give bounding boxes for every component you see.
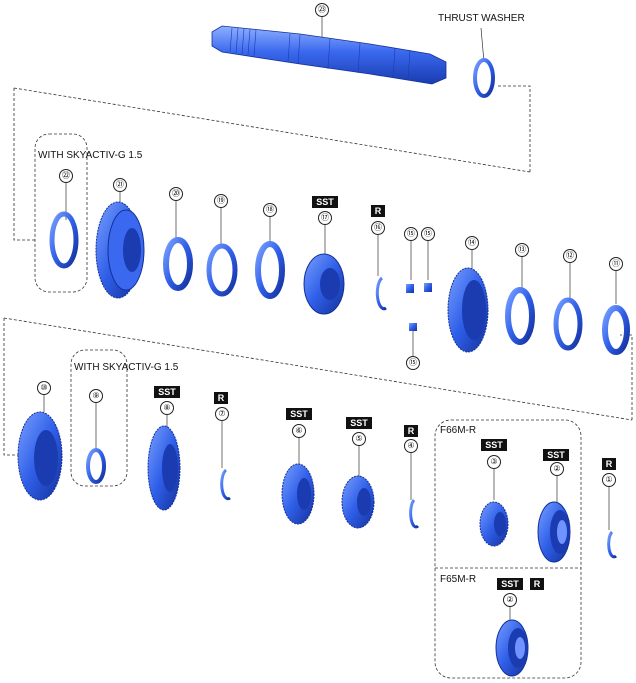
sst-tag-17: SST	[312, 196, 338, 208]
variant-frame	[434, 419, 582, 679]
callout-3: ③	[487, 455, 501, 469]
skyactiv-label-mid: WITH SKYACTIV-G 1.5	[74, 362, 179, 373]
r-tag-2-f65m: R	[530, 578, 544, 590]
callout-15-c: ⑮	[406, 356, 420, 370]
skyactiv-frame-top	[34, 133, 88, 293]
part-12	[553, 297, 583, 351]
callout-4: ④	[404, 439, 418, 453]
part-7	[220, 468, 231, 501]
part-18	[255, 241, 285, 299]
part-11	[602, 305, 630, 355]
callout-7: ⑦	[215, 407, 229, 421]
thrust-washer-part	[473, 58, 495, 98]
part-16	[375, 276, 387, 311]
callout-9: ⑨	[89, 389, 103, 403]
part-15-b	[424, 283, 432, 292]
callout-15-b: ⑮	[421, 227, 435, 241]
sst-tag-2-f66m: SST	[543, 449, 569, 461]
part-2-f65m	[495, 619, 529, 677]
r-tag-16: R	[371, 205, 385, 217]
part-15-c	[409, 323, 417, 331]
sst-tag-5: SST	[346, 417, 372, 429]
callout-10: ⑩	[37, 381, 51, 395]
part-22	[49, 211, 79, 269]
leader-lines	[43, 16, 617, 622]
callout-22: ㉒	[59, 169, 73, 183]
part-15-a	[406, 284, 414, 293]
skyactiv-label-top: WITH SKYACTIV-G 1.5	[38, 150, 143, 161]
sst-tag-2-f65m: SST	[497, 578, 523, 590]
part-20	[163, 237, 193, 291]
thrust-washer-label: THRUST WASHER	[438, 13, 525, 24]
part-1	[607, 530, 618, 559]
callout-16: ⑯	[371, 221, 385, 235]
callout-2-f65m: ②	[503, 593, 517, 607]
callout-1: ①	[602, 473, 616, 487]
part-21	[95, 201, 145, 299]
callout-13: ⑬	[515, 243, 529, 257]
part-3	[479, 501, 509, 547]
callout-12: ⑫	[563, 249, 577, 263]
r-tag-7: R	[214, 392, 228, 404]
part-19	[206, 243, 238, 297]
callout-15-a: ⑮	[404, 227, 418, 241]
part-2-f66m	[537, 501, 571, 563]
f66m-label: F66M-R	[440, 425, 477, 436]
callout-2-f66m: ②	[550, 462, 564, 476]
f65m-label: F65M-R	[440, 574, 477, 585]
r-tag-4: R	[404, 425, 418, 437]
part-4	[409, 498, 420, 529]
part-8	[147, 425, 181, 511]
part-14	[447, 267, 489, 353]
r-tag-1: R	[602, 458, 616, 470]
callout-6: ⑥	[292, 424, 306, 438]
part-17	[303, 253, 345, 315]
callout-5: ⑤	[352, 432, 366, 446]
callout-14: ⑭	[465, 236, 479, 250]
callout-17: ⑰	[318, 211, 332, 225]
sst-tag-8: SST	[154, 386, 180, 398]
main-shaft-part	[211, 25, 447, 85]
sst-tag-3: SST	[481, 439, 507, 451]
part-10	[17, 411, 63, 501]
callout-18: ⑱	[263, 203, 277, 217]
callout-11: ⑪	[609, 257, 623, 271]
callout-23: ㉓	[315, 3, 329, 17]
part-13	[505, 287, 535, 345]
guide-lines	[3, 85, 633, 679]
callout-19: ⑲	[214, 194, 228, 208]
part-5	[341, 475, 375, 529]
part-9	[86, 448, 106, 484]
sst-tag-6: SST	[286, 408, 312, 420]
part-6	[281, 463, 315, 525]
callout-20: ⑳	[169, 187, 183, 201]
callout-8: ⑧	[160, 401, 174, 415]
callout-21: ㉑	[113, 178, 127, 192]
